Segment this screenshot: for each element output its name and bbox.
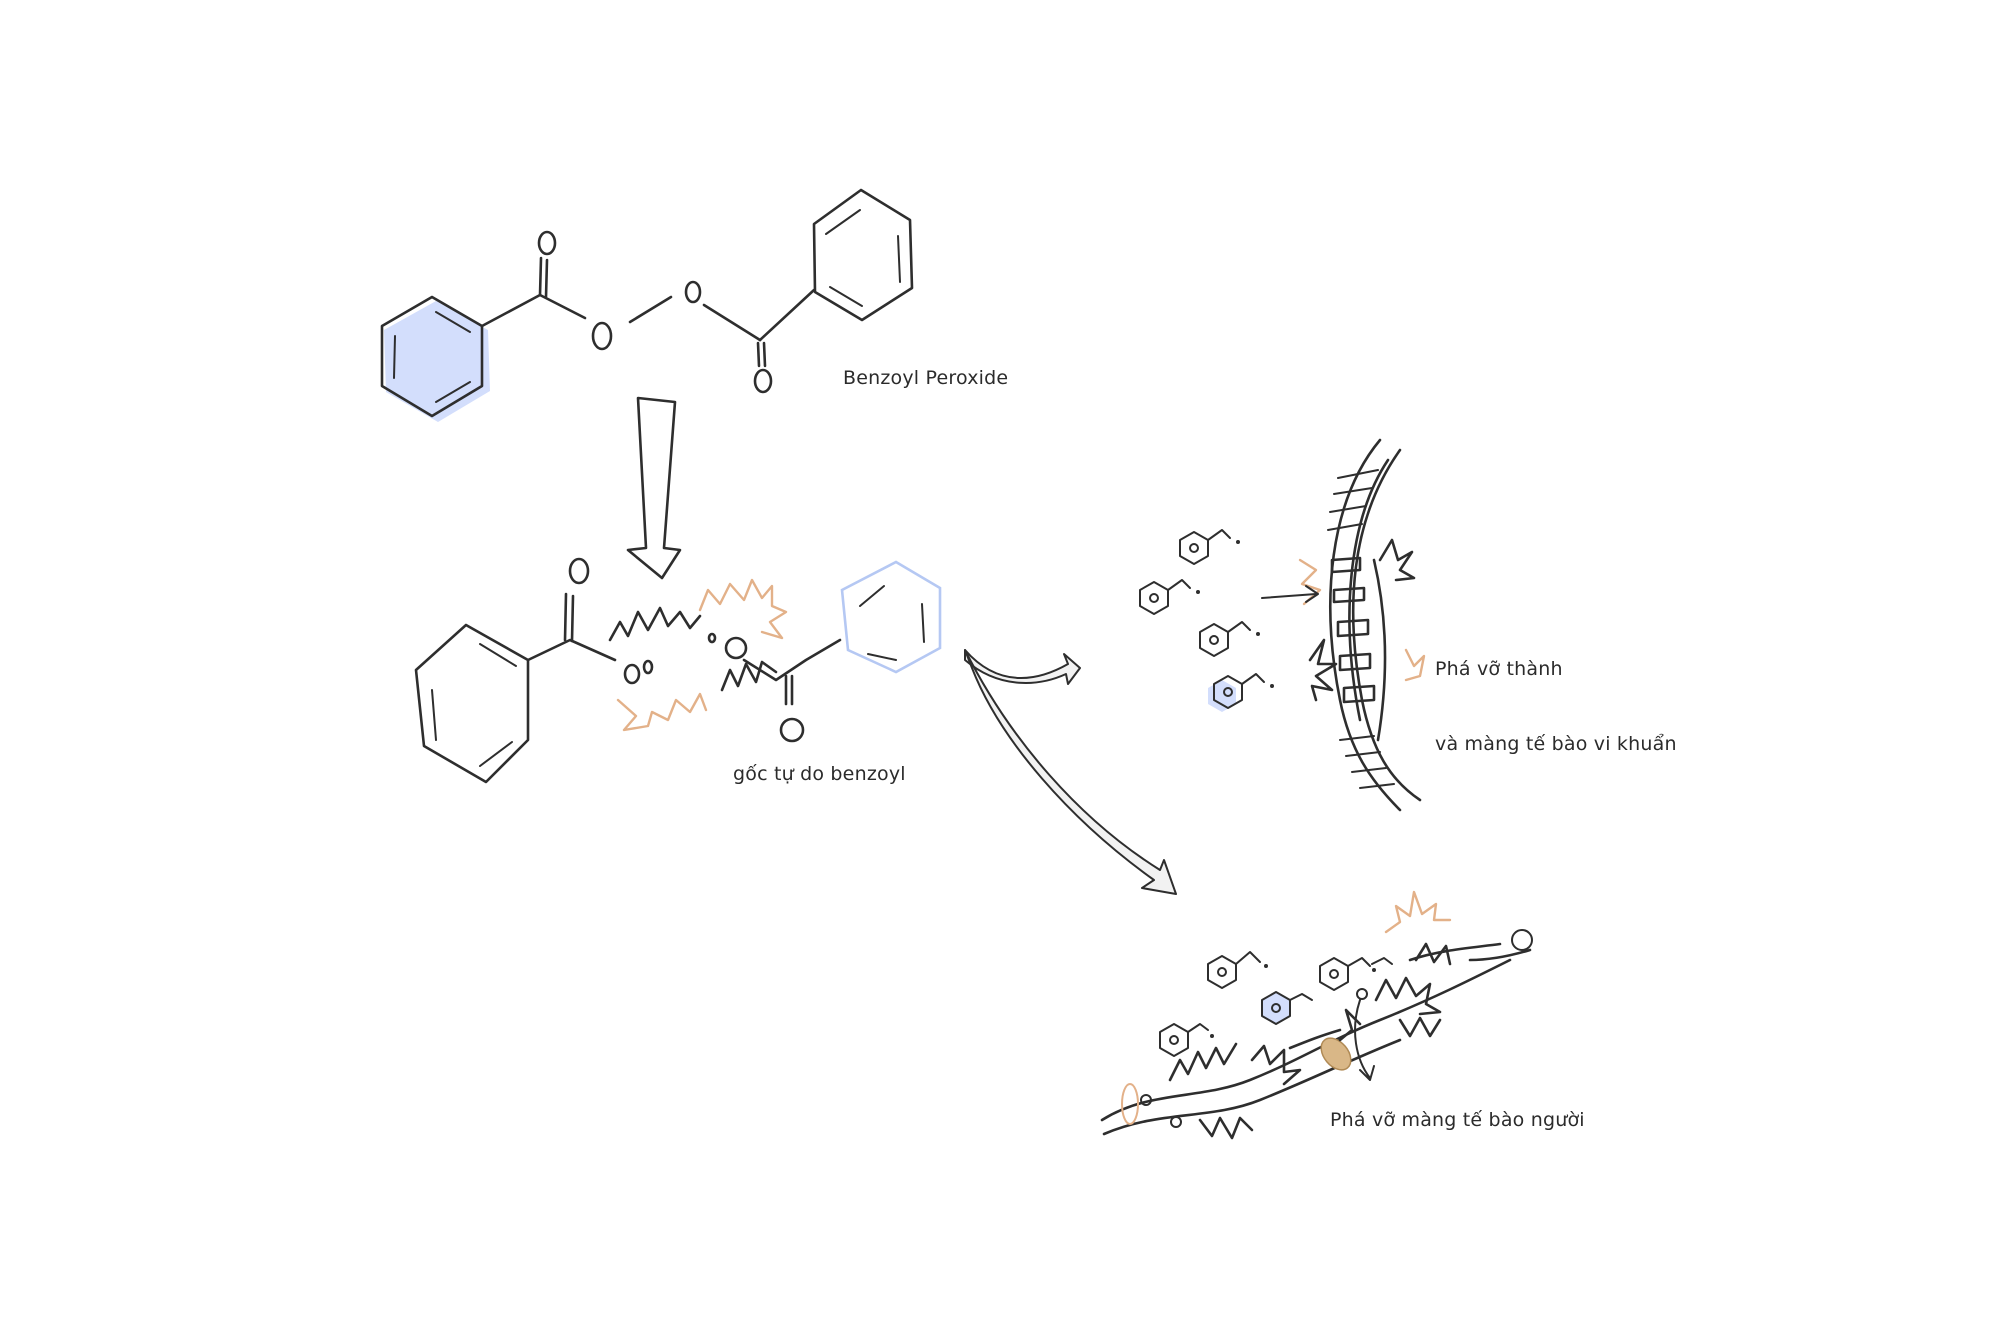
bacteria-effect-line1: Phá vỡ thành [1435,658,1563,680]
human-cell-membrane [1100,890,1533,1140]
left-benzene-ring-highlight [384,301,490,422]
bacteria-orange-burst-left [1298,558,1322,606]
bacteria-effect-label: Phá vỡ thành và màng tế bào vi khuẩn [1435,607,1677,782]
right-benzene-ring [812,188,914,322]
benzoyl-peroxide-label: Benzoyl Peroxide [843,367,1009,389]
bacteria-effect-line2: và màng tế bào vi khuẩn [1435,733,1677,755]
bacteria-cell-wall [1298,438,1426,812]
benzoyl-radical-molecule [414,557,942,784]
benzoyl-peroxide-molecule [380,188,914,422]
membrane-orange-burst [1384,890,1452,934]
down-arrow [626,396,682,580]
orange-burst-upper [698,578,788,640]
orange-burst-lower [616,692,708,732]
split-arrow [964,649,1177,895]
bacteria-orange-burst-right [1404,648,1426,682]
human-cell-effect-label: Phá vỡ màng tế bào người [1330,1109,1585,1131]
benzoyl-radical-label: gốc tự do benzoyl [733,763,906,785]
radicals-toward-bacteria [1139,529,1319,712]
middle-right-benzene-ring [840,560,942,674]
